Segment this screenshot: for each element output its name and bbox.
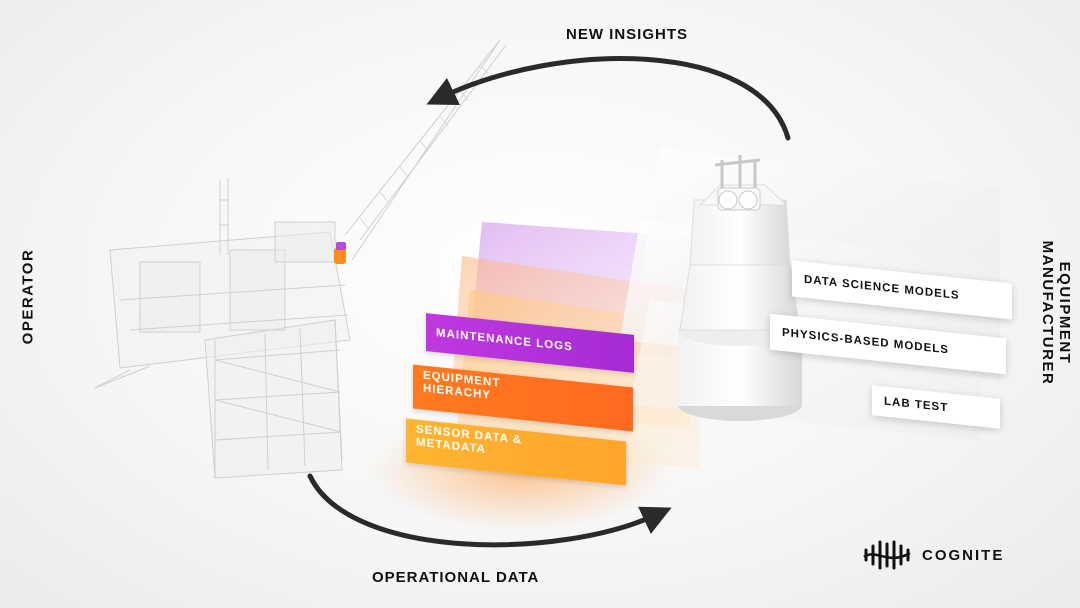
cognite-logo-icon <box>863 540 911 570</box>
maintenance-logs-text: MAINTENANCE LOGS <box>436 326 573 353</box>
operator-label: OPERATOR <box>19 248 37 345</box>
lab-test-text: LAB TEST <box>884 395 949 415</box>
physics-based-models-text: PHYSICS-BASED MODELS <box>782 326 949 357</box>
new-insights-label: NEW INSIGHTS <box>566 26 689 43</box>
platform-equipment-highlight <box>334 248 346 264</box>
cycle-arrow-top <box>426 56 791 141</box>
cognite-logo: COGNITE <box>862 540 1004 570</box>
cognite-logo-text: COGNITE <box>922 546 1005 564</box>
platform-equipment-highlight-top <box>336 242 346 250</box>
data-science-models-text: DATA SCIENCE MODELS <box>804 273 960 303</box>
operational-data-label: OPERATIONAL DATA <box>372 569 540 586</box>
equipment-manufacturer-label: EQUIPMENT MANUFACTURER <box>1039 240 1073 386</box>
offshore-platform-illustration <box>94 39 507 479</box>
cycle-arrow-bottom <box>307 473 672 548</box>
